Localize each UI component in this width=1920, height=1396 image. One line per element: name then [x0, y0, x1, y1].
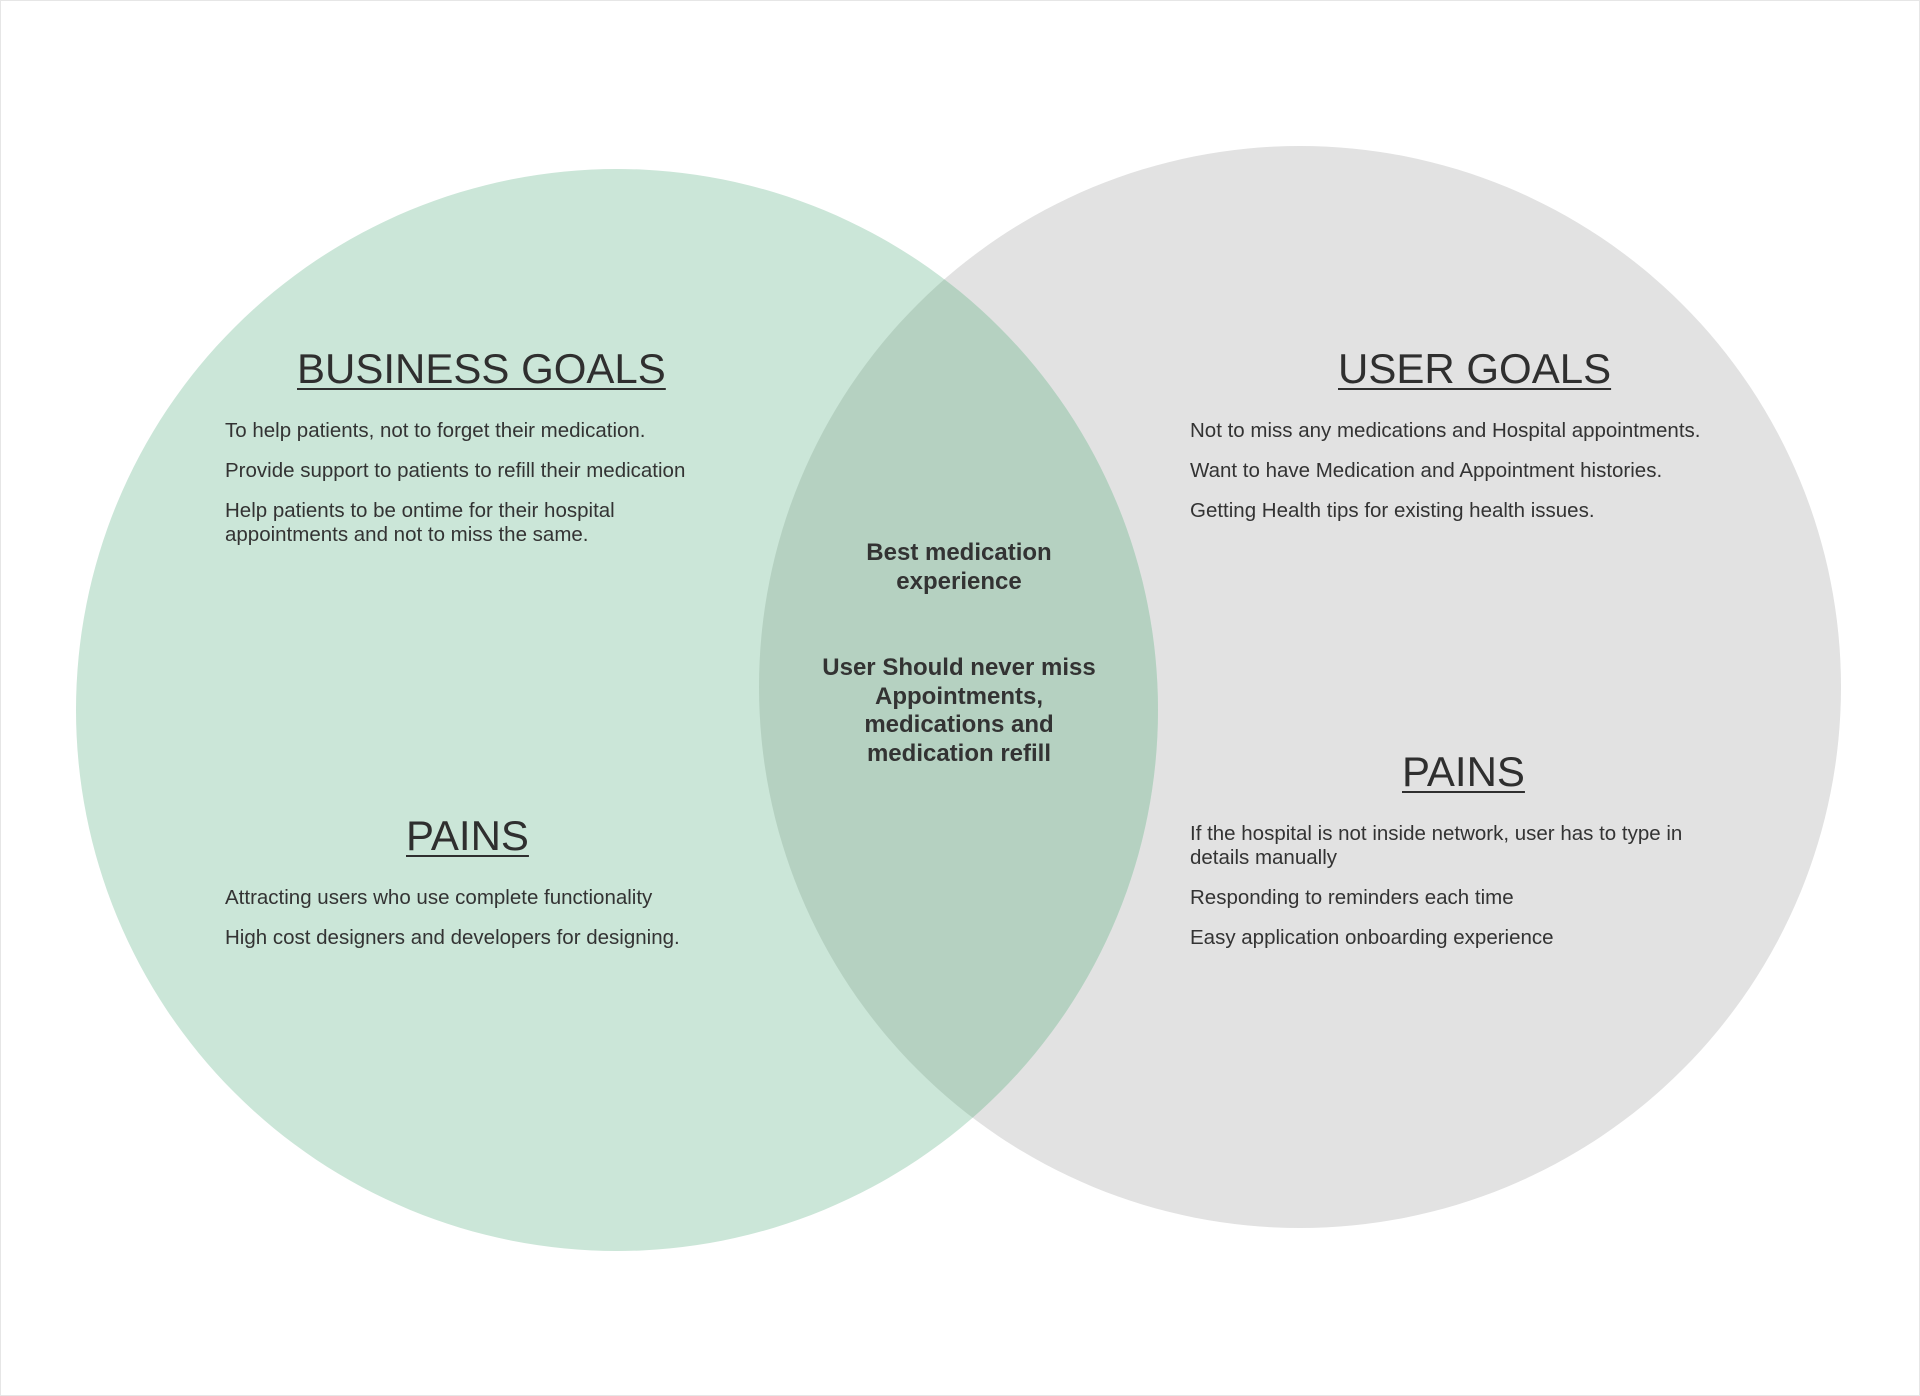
user-pain-item: Responding to reminders each time: [1190, 886, 1514, 909]
overlap-best-experience: Best medication experience: [866, 539, 1052, 595]
user-pain-item: If the hospital is not inside network, u…: [1190, 822, 1683, 869]
user-goals-list: Not to miss any medications and Hospital…: [1190, 419, 1750, 539]
overlap-never-miss: User Should never miss Appointments, med…: [822, 654, 1096, 767]
business-pain-item: Attracting users who use complete functi…: [225, 886, 653, 909]
user-goal-item: Not to miss any medications and Hospital…: [1190, 419, 1701, 442]
user-pains-list: If the hospital is not inside network, u…: [1190, 822, 1720, 966]
overlap-region: [759, 169, 1158, 1228]
user-goals-title: USER GOALS: [1338, 345, 1612, 392]
business-goal-item: To help patients, not to forget their me…: [225, 419, 646, 442]
user-pains-title: PAINS: [1402, 748, 1525, 795]
business-goals-title: BUSINESS GOALS: [297, 345, 666, 392]
business-pains-list: Attracting users who use complete functi…: [225, 886, 745, 966]
user-pain-item: Easy application onboarding experience: [1190, 926, 1554, 949]
business-goal-item: Help patients to be ontime for their hos…: [225, 499, 615, 546]
user-goal-item: Getting Health tips for existing health …: [1190, 499, 1595, 522]
business-goals-list: To help patients, not to forget their me…: [225, 419, 745, 563]
business-pains-title: PAINS: [406, 812, 529, 859]
business-pain-item: High cost designers and developers for d…: [225, 926, 680, 949]
user-goal-item: Want to have Medication and Appointment …: [1190, 459, 1663, 482]
business-goal-item: Provide support to patients to refill th…: [225, 459, 686, 482]
